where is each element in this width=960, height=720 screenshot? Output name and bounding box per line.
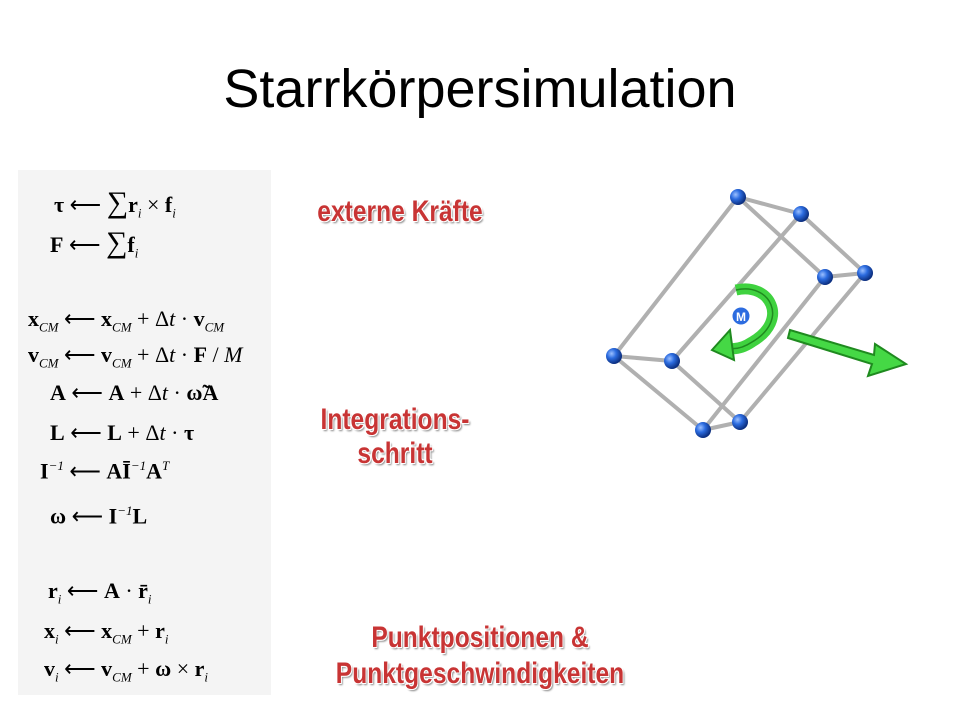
- mass-point: [857, 265, 873, 281]
- slide-title: Starrkörpersimulation: [223, 59, 737, 119]
- equation-position-cm: xCM ⟵ xCM + Δt · vCM: [28, 306, 225, 335]
- mass-point: [732, 414, 748, 430]
- box-edges: [612, 195, 867, 432]
- equation-angular-momentum: L ⟵ L + Δt · τ: [50, 420, 195, 445]
- callout-external-forces: externe Kräfte: [302, 195, 499, 229]
- callout-positions-line2: Punktgeschwindigkeiten: [335, 657, 625, 690]
- callout-integration-step: Integrations- schritt: [293, 403, 498, 471]
- callout-integration-line2: schritt: [357, 437, 433, 470]
- mass-point: [817, 269, 833, 285]
- callout-point-positions: Punktpositionen & Punktgeschwindigkeiten: [308, 620, 652, 692]
- callout-integration-line1: Integrations-: [320, 403, 470, 436]
- equation-force: F ⟵ ∑fi: [50, 226, 139, 261]
- callout-positions-line1: Punktpositionen &: [371, 621, 589, 654]
- center-of-mass-badge: M: [729, 304, 753, 328]
- moment-arrow-icon: [710, 283, 778, 362]
- moment-label: M: [736, 310, 746, 324]
- equation-orientation: A ⟵ A + Δt · ω̃A: [50, 380, 219, 405]
- equation-point-velocity: vi ⟵ vCM + ω × ri: [44, 656, 208, 685]
- equation-point-position: xi ⟵ xCM + ri: [44, 618, 169, 647]
- equation-inertia-inverse: I−1 ⟵ AĪ−1AT: [40, 458, 170, 484]
- force-arrow-icon: [786, 328, 909, 378]
- callout-external-forces-text: externe Kräfte: [317, 195, 483, 228]
- mass-point: [695, 422, 711, 438]
- equation-relative-position: ri ⟵ A · r̄i: [48, 578, 152, 607]
- equation-velocity-cm: vCM ⟵ vCM + Δt · F / M: [28, 342, 243, 371]
- mass-point: [730, 189, 746, 205]
- rigid-body-figure: M: [606, 189, 909, 438]
- mass-point: [664, 353, 680, 369]
- mass-point: [606, 348, 622, 364]
- mass-points: [606, 189, 873, 438]
- equation-torque: τ ⟵ ∑ri × fi: [54, 186, 176, 221]
- formula-panel: τ ⟵ ∑ri × fi F ⟵ ∑fi xCM ⟵ xCM + Δt · vC…: [18, 170, 271, 695]
- mass-point: [793, 206, 809, 222]
- equation-angular-velocity: ω ⟵ I−1L: [50, 503, 148, 529]
